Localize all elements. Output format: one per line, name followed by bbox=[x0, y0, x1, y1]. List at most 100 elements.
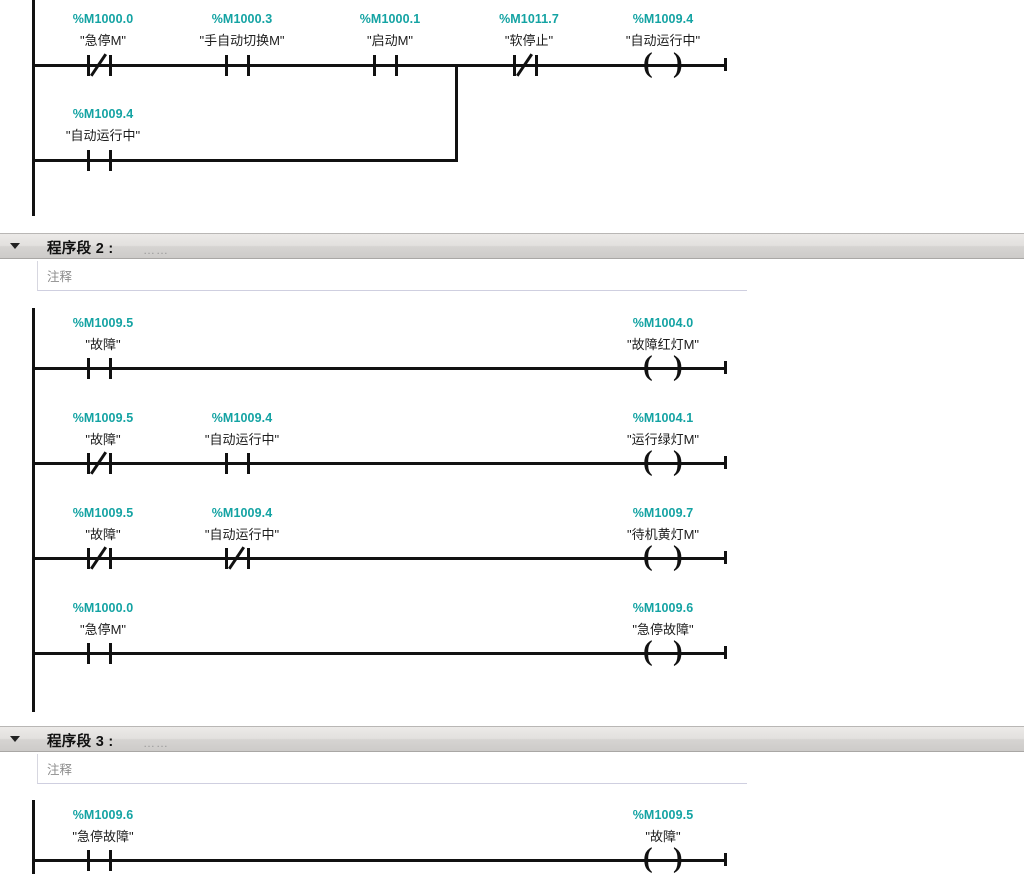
rung-end-tick bbox=[724, 551, 727, 564]
rung-end-tick bbox=[724, 853, 727, 866]
rung-wire bbox=[32, 367, 727, 370]
contact-address: %M1009.4 bbox=[211, 506, 273, 520]
power-rail-left bbox=[32, 308, 35, 712]
contact-bar-right bbox=[109, 643, 112, 664]
contact-address: %M1011.7 bbox=[499, 12, 559, 26]
contact-address: %M1009.4 bbox=[211, 411, 273, 425]
rung-end-tick bbox=[724, 646, 727, 659]
coil-paren-left: ( bbox=[643, 540, 653, 572]
contact-address: %M1000.0 bbox=[72, 601, 134, 615]
segment-2-header[interactable]: 程序段 2 : …… bbox=[0, 233, 1024, 259]
segment-title-ellipsis: …… bbox=[143, 736, 169, 750]
contact-address: %M1000.0 bbox=[72, 12, 134, 26]
branch-connector-vertical bbox=[455, 64, 458, 162]
coil-address: %M1009.5 bbox=[632, 808, 694, 822]
coil-symbol: "运行绿灯M" bbox=[626, 432, 700, 447]
contact-address: %M1009.5 bbox=[72, 506, 134, 520]
contact-symbol: "故障" bbox=[85, 337, 121, 352]
contact-bar-right bbox=[109, 150, 112, 171]
contact-symbol: "软停止" bbox=[504, 33, 554, 48]
rung-end-tick bbox=[724, 361, 727, 374]
segment-3-header[interactable]: 程序段 3 : …… bbox=[0, 726, 1024, 752]
coil-paren-right: ) bbox=[673, 540, 683, 572]
coil-paren-left: ( bbox=[643, 47, 653, 79]
contact-bar-left bbox=[225, 55, 228, 76]
coil-paren-left: ( bbox=[643, 635, 653, 667]
coil-paren-left: ( bbox=[643, 445, 653, 477]
coil-paren-right: ) bbox=[673, 842, 683, 874]
coil-address: %M1009.4 bbox=[632, 12, 694, 26]
contact-address: %M1000.3 bbox=[211, 12, 273, 26]
contact-bar-right bbox=[247, 453, 250, 474]
rung-wire bbox=[32, 652, 727, 655]
coil-symbol: "故障" bbox=[645, 829, 681, 844]
contact-symbol: "自动运行中" bbox=[204, 432, 280, 447]
contact-bar-left bbox=[87, 850, 90, 871]
contact-bar-left bbox=[87, 55, 90, 76]
contact-bar-left bbox=[87, 150, 90, 171]
power-rail-left bbox=[32, 0, 35, 216]
segment-title: 程序段 3 : bbox=[47, 734, 114, 750]
rung-wire bbox=[32, 557, 727, 560]
branch-wire bbox=[32, 159, 458, 162]
contact-bar-right bbox=[109, 453, 112, 474]
segment-3-comment-field[interactable]: 注释 bbox=[37, 754, 747, 784]
coil-paren-right: ) bbox=[673, 47, 683, 79]
coil-paren-left: ( bbox=[643, 350, 653, 382]
contact-symbol: "急停M" bbox=[79, 622, 127, 637]
segment-title-ellipsis: …… bbox=[143, 243, 169, 257]
rung-wire bbox=[32, 64, 727, 67]
rung-end-tick bbox=[724, 58, 727, 71]
contact-bar-right bbox=[109, 548, 112, 569]
contact-bar-right bbox=[535, 55, 538, 76]
contact-symbol: "启动M" bbox=[366, 33, 414, 48]
power-rail-left bbox=[32, 800, 35, 874]
contact-address: %M1000.1 bbox=[359, 12, 421, 26]
contact-bar-right bbox=[247, 55, 250, 76]
contact-symbol: "急停M" bbox=[79, 33, 127, 48]
coil-address: %M1009.6 bbox=[632, 601, 694, 615]
contact-bar-left bbox=[87, 453, 90, 474]
contact-address: %M1009.6 bbox=[72, 808, 134, 822]
contact-symbol: "故障" bbox=[85, 432, 121, 447]
coil-address: %M1004.1 bbox=[632, 411, 694, 425]
contact-symbol: "自动运行中" bbox=[204, 527, 280, 542]
contact-bar-left bbox=[513, 55, 516, 76]
contact-bar-left bbox=[87, 548, 90, 569]
coil-paren-right: ) bbox=[673, 635, 683, 667]
contact-bar-left bbox=[225, 548, 228, 569]
contact-bar-left bbox=[87, 643, 90, 664]
rung-end-tick bbox=[724, 456, 727, 469]
contact-bar-right bbox=[109, 55, 112, 76]
contact-bar-left bbox=[87, 358, 90, 379]
contact-bar-left bbox=[225, 453, 228, 474]
collapse-arrow-icon[interactable] bbox=[6, 727, 24, 751]
contact-bar-left bbox=[373, 55, 376, 76]
rung-wire bbox=[32, 859, 727, 862]
collapse-arrow-icon[interactable] bbox=[6, 234, 24, 258]
contact-symbol: "手自动切换M" bbox=[199, 33, 285, 48]
coil-symbol: "故障红灯M" bbox=[626, 337, 700, 352]
contact-bar-right bbox=[395, 55, 398, 76]
coil-paren-left: ( bbox=[643, 842, 653, 874]
contact-bar-right bbox=[109, 358, 112, 379]
comment-placeholder: 注释 bbox=[47, 763, 73, 777]
contact-symbol: "故障" bbox=[85, 527, 121, 542]
coil-address: %M1004.0 bbox=[632, 316, 694, 330]
segment-title: 程序段 2 : bbox=[47, 241, 114, 257]
coil-address: %M1009.7 bbox=[632, 506, 694, 520]
coil-symbol: "急停故障" bbox=[632, 622, 694, 637]
coil-symbol: "自动运行中" bbox=[625, 33, 701, 48]
coil-paren-right: ) bbox=[673, 350, 683, 382]
contact-address: %M1009.5 bbox=[72, 316, 134, 330]
contact-symbol: "急停故障" bbox=[72, 829, 134, 844]
contact-address: %M1009.4 bbox=[72, 107, 134, 121]
contact-address: %M1009.5 bbox=[72, 411, 134, 425]
contact-bar-right bbox=[247, 548, 250, 569]
contact-bar-right bbox=[109, 850, 112, 871]
segment-2-comment-field[interactable]: 注释 bbox=[37, 261, 747, 291]
coil-paren-right: ) bbox=[673, 445, 683, 477]
comment-placeholder: 注释 bbox=[47, 270, 73, 284]
contact-symbol: "自动运行中" bbox=[65, 128, 141, 143]
